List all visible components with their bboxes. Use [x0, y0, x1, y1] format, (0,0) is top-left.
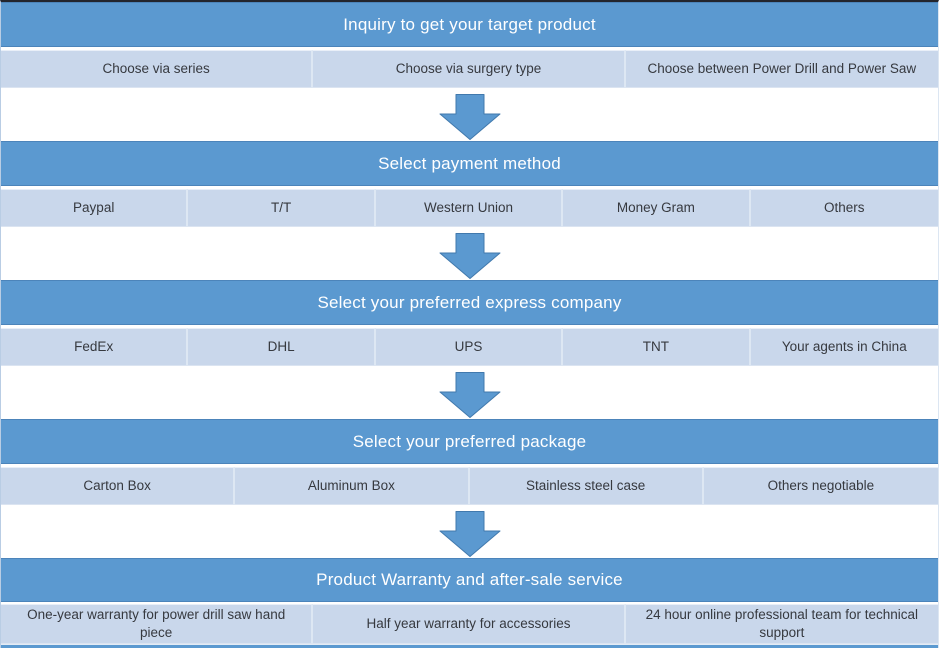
step-title: Product Warranty and after-sale service [316, 570, 623, 589]
down-arrow-icon [439, 511, 500, 557]
options-row-package: Carton Box Aluminum Box Stainless steel … [1, 467, 938, 505]
arrow-zone [1, 227, 938, 280]
step-title: Select your preferred express company [317, 292, 622, 312]
options-row-warranty: One-year warranty for power drill saw ha… [1, 604, 938, 644]
option-cell: FedEx [1, 328, 189, 366]
option-cell: Western Union [375, 189, 564, 227]
option-cell: UPS [375, 328, 564, 366]
option-cell: Carton Box [1, 467, 236, 505]
step-title: Select payment method [378, 153, 561, 173]
option-cell: Choose via series [1, 50, 314, 88]
options-row-inquiry: Choose via series Choose via surgery typ… [1, 50, 938, 88]
arrow-zone [1, 88, 938, 141]
step-header-payment: Select payment method [1, 141, 938, 186]
option-cell: Others [750, 189, 938, 227]
step-header-inquiry: Inquiry to get your target product [1, 2, 938, 47]
step-header-warranty: Product Warranty and after-sale service [1, 558, 938, 602]
step-title: Select your preferred package [352, 431, 587, 451]
down-arrow-icon [439, 233, 500, 279]
option-cell: DHL [188, 328, 376, 366]
option-cell: Stainless steel case [469, 467, 704, 505]
option-cell: Paypal [1, 189, 189, 227]
option-cell: Choose via surgery type [313, 50, 626, 88]
option-cell: Your agents in China [750, 328, 938, 366]
arrow-zone [1, 505, 938, 558]
step-header-express: Select your preferred express company [1, 280, 938, 325]
option-cell: T/T [188, 189, 376, 227]
option-cell: Money Gram [563, 189, 751, 227]
options-row-payment: Paypal T/T Western Union Money Gram Othe… [1, 189, 938, 227]
option-cell: 24 hour online professional team for tec… [625, 604, 938, 644]
option-cell: TNT [563, 328, 751, 366]
arrow-zone [1, 366, 938, 419]
options-row-express: FedEx DHL UPS TNT Your agents in China [1, 328, 938, 366]
step-title: Inquiry to get your target product [343, 14, 596, 34]
option-cell: Others negotiable [703, 467, 938, 505]
option-cell: Half year warranty for accessories [313, 604, 626, 644]
option-cell: Aluminum Box [235, 467, 470, 505]
down-arrow-icon [439, 94, 500, 140]
option-cell: Choose between Power Drill and Power Saw [625, 50, 938, 88]
down-arrow-icon [439, 372, 500, 418]
cutoff-header-strip [1, 644, 938, 648]
step-header-package: Select your preferred package [1, 419, 938, 464]
option-cell: One-year warranty for power drill saw ha… [1, 604, 314, 644]
